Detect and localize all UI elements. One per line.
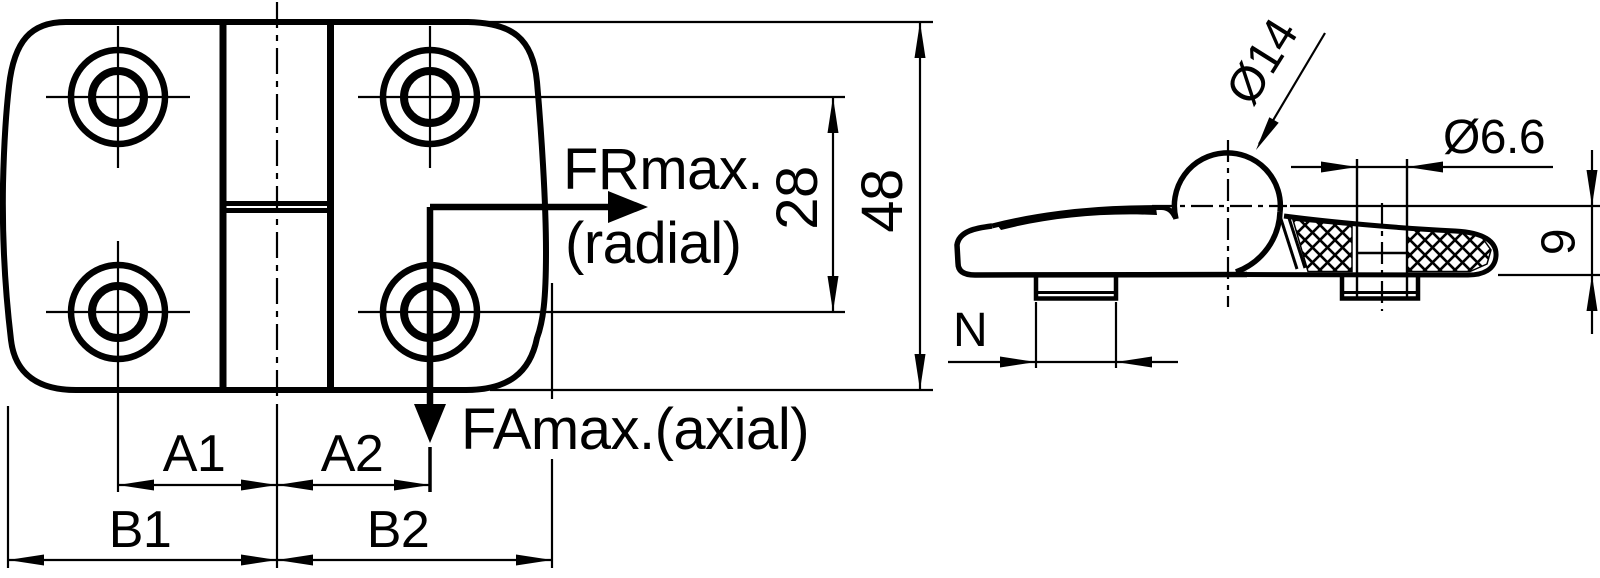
mounting-hole-bottom-left [46, 241, 190, 492]
mounting-tabs [1033, 276, 1421, 301]
dim-b1-label: B1 [109, 501, 172, 559]
dimension-28: 28 [765, 97, 839, 312]
mounting-hole-top-right [358, 26, 845, 168]
hinge-body-outline [0, 19, 550, 393]
dimension-b1-b2: B1 B2 [6, 283, 554, 568]
right-leaf-section [1237, 159, 1499, 299]
hatch-right-zone [1406, 227, 1492, 273]
dim-a1-label: A1 [163, 425, 226, 483]
dim-n-label: N [953, 304, 987, 357]
leaf-top-surface-band [996, 207, 1157, 230]
dim-48-label: 48 [850, 169, 915, 233]
dim-b2-label: B2 [367, 501, 430, 559]
dimension-a1-a2: A1 A2 [118, 425, 432, 492]
knuckle-profile [1171, 150, 1284, 275]
dia6-6-label: Ø6.6 [1443, 111, 1545, 164]
dimension-9: 9 [1290, 150, 1600, 334]
axial-force-arrow: FAmax.(axial) [414, 207, 810, 462]
dimension-dia14: Ø14 [1216, 10, 1326, 150]
fa-max-label: FAmax.(axial) [461, 397, 809, 462]
radial-force-arrow: FRmax. (radial) [430, 137, 764, 276]
dim-a2-label: A2 [321, 425, 384, 483]
dimension-dia6-6: Ø6.6 [1291, 111, 1553, 173]
dimension-n: N [948, 302, 1178, 368]
front-view: 28 48 A1 A2 [0, 2, 933, 568]
dia14-label: Ø14 [1216, 10, 1308, 114]
side-view: Ø14 Ø6.6 9 N [948, 10, 1600, 368]
mounting-hole-top-left [46, 26, 190, 168]
section-centerlines [1152, 140, 1384, 311]
dimension-48: 48 [470, 20, 933, 392]
radial-label: (radial) [565, 211, 742, 276]
fr-max-label: FRmax. [563, 137, 763, 202]
left-leaf-profile [954, 204, 1248, 278]
dim-9-label: 9 [1532, 229, 1585, 255]
dim-28-label: 28 [765, 166, 830, 230]
hatch-left-zone [1291, 219, 1353, 273]
